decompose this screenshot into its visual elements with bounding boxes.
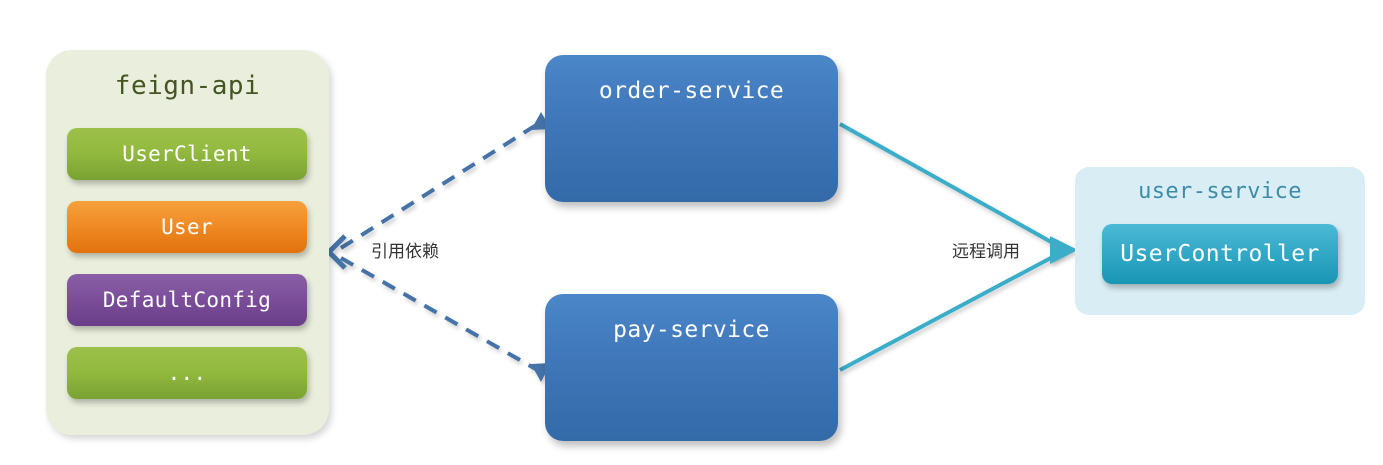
component-label: UserClient: [122, 142, 252, 166]
user-service-panel[interactable]: user-service UserController: [1075, 167, 1365, 315]
component-label: User: [161, 215, 213, 239]
service-label: order-service: [598, 78, 785, 104]
component-default-config[interactable]: DefaultConfig: [67, 274, 307, 326]
service-box-order-service[interactable]: order-service: [545, 55, 838, 202]
component-ellipsis[interactable]: ...: [67, 347, 307, 399]
edge-remote-call-order: [839, 122, 1063, 250]
edge-dependency-order: [339, 112, 551, 250]
service-box-pay-service[interactable]: pay-service: [545, 294, 838, 441]
service-label: pay-service: [613, 317, 770, 343]
edge-remote-call-pay: [839, 250, 1063, 372]
component-label: DefaultConfig: [102, 288, 272, 312]
edge-remote-call-arrowhead: [1050, 236, 1078, 264]
component-label: UserController: [1120, 241, 1320, 267]
edge-label-remote-call: 远程调用: [952, 242, 1020, 262]
component-user-client[interactable]: UserClient: [67, 128, 307, 180]
feign-api-title: feign-api: [114, 71, 261, 101]
edge-label-dependency: 引用依赖: [371, 242, 439, 262]
user-service-title: user-service: [1138, 179, 1302, 204]
component-user[interactable]: User: [67, 201, 307, 253]
component-user-controller[interactable]: UserController: [1102, 224, 1338, 284]
edge-dependency-arrowhead-left: [325, 234, 347, 270]
edge-dependency-pay: [340, 256, 551, 382]
feign-api-panel[interactable]: feign-api UserClient User DefaultConfig …: [46, 50, 329, 435]
component-label: ...: [167, 361, 207, 385]
